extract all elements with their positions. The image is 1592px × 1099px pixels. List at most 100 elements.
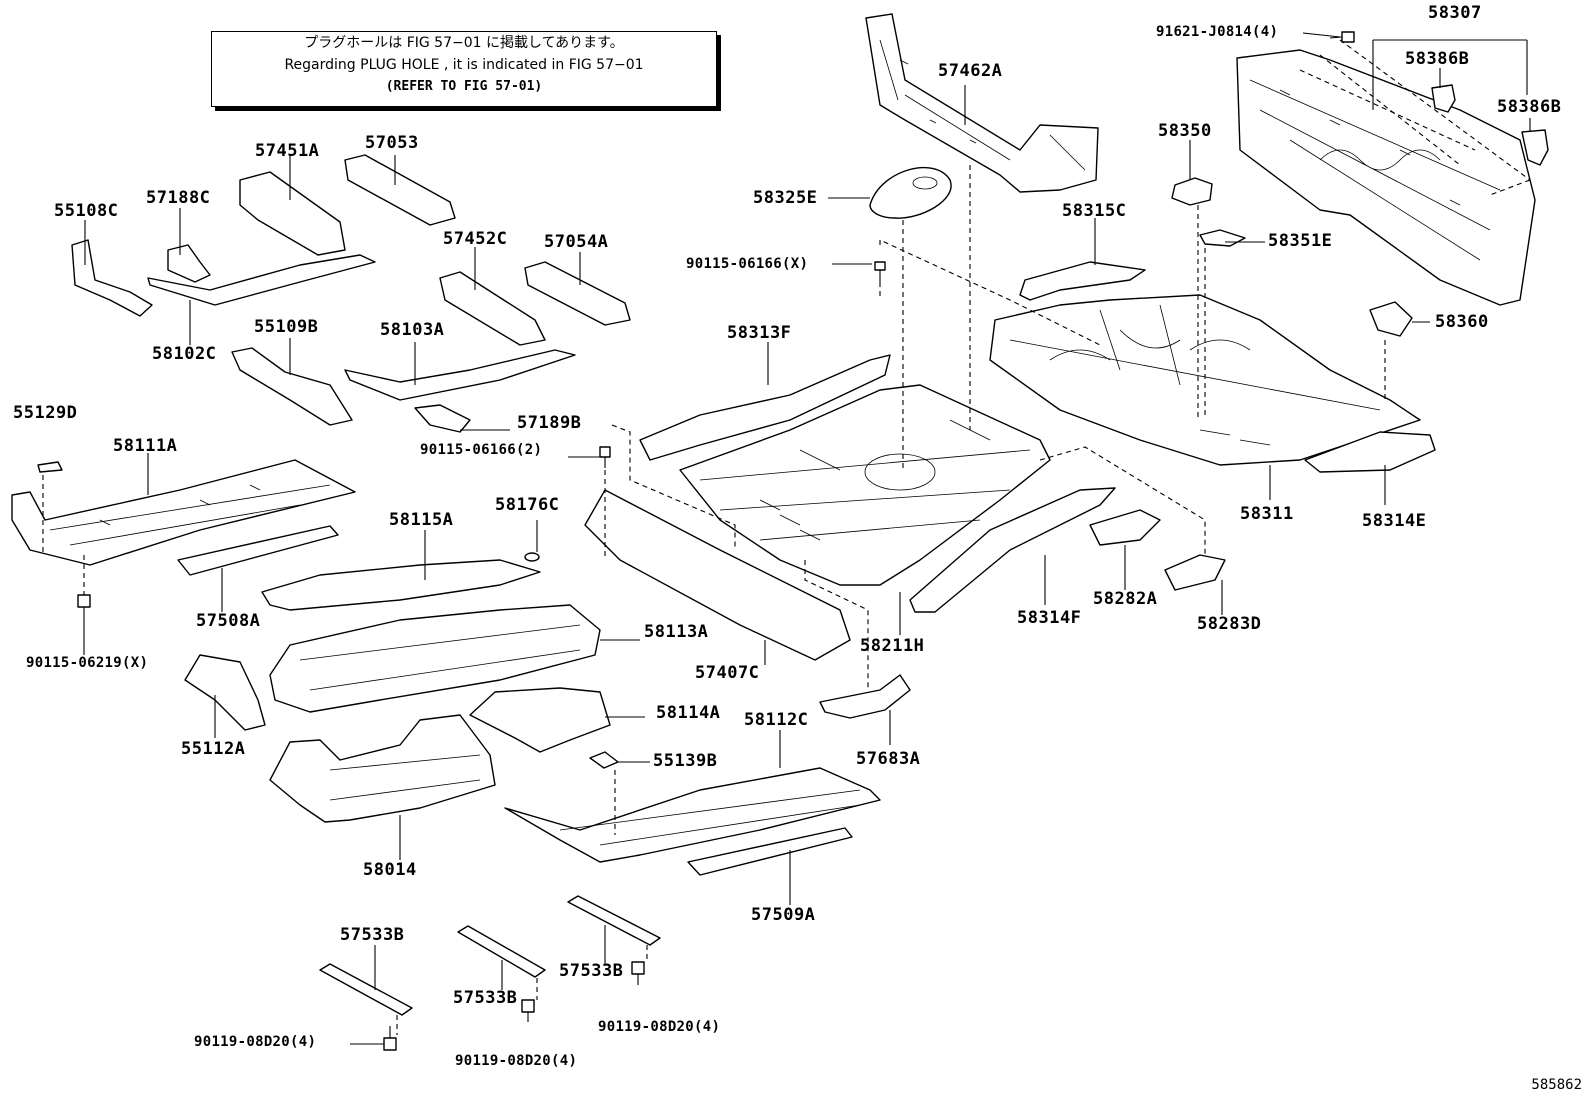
part-label-p58113a: 58113A xyxy=(644,622,709,642)
part-label-p58103a: 58103A xyxy=(380,320,445,340)
part-55108c-shape xyxy=(71,239,153,317)
part-57054a-shape xyxy=(524,261,631,326)
plug-hole-note-box: プラグホールは FIG 57−01 に掲載してあります。 Regarding P… xyxy=(211,31,717,107)
figure-number: 585862 xyxy=(1531,1077,1582,1093)
part-58314e-shape xyxy=(1304,431,1436,473)
part-58115a-shape xyxy=(261,559,541,611)
bolt-90119-3 xyxy=(631,961,645,985)
part-label-p57683a: 57683A xyxy=(856,749,921,769)
part-label-p57533b_1: 57533B xyxy=(340,925,405,945)
part-58307-shape xyxy=(1236,49,1536,306)
part-label-p58211h: 58211H xyxy=(860,636,925,656)
part-label-p57533b_3: 57533B xyxy=(559,961,624,981)
part-58314f-shape xyxy=(909,487,1116,613)
part-label-p57451a: 57451A xyxy=(255,141,320,161)
part-58211h-shape xyxy=(679,384,1051,586)
part-label-p57407c: 57407C xyxy=(695,663,760,683)
part-label-p57188c: 57188C xyxy=(146,188,211,208)
screw-90115-06166-x xyxy=(874,261,886,282)
dashed-assembly-lines xyxy=(42,39,1531,1035)
part-label-p58314e: 58314E xyxy=(1362,511,1427,531)
part-57508a-shape xyxy=(177,525,339,576)
part-58282a-shape xyxy=(1089,509,1161,546)
leader-lines xyxy=(83,32,1531,1045)
part-label-p58307: 58307 xyxy=(1428,3,1482,23)
part-57407c-shape xyxy=(584,489,851,661)
part-57189b-shape xyxy=(414,404,471,433)
part-label-p91621: 91621-J0814(4) xyxy=(1156,24,1279,40)
part-57188c-shape xyxy=(167,244,211,283)
part-label-p58311: 58311 xyxy=(1240,504,1294,524)
part-label-p57053: 57053 xyxy=(365,133,419,153)
note-line-english: Regarding PLUG HOLE , it is indicated in… xyxy=(284,57,644,73)
part-55109b-shape xyxy=(231,347,353,426)
part-label-p57462a: 57462A xyxy=(938,61,1003,81)
part-label-p90119_2: 90119-08D20(4) xyxy=(455,1053,578,1069)
part-label-p90115_x_b: 90115-06219(X) xyxy=(26,655,149,671)
part-57451a-shape xyxy=(239,171,346,256)
part-57462a-shape xyxy=(865,13,1099,193)
part-58313f-shape xyxy=(639,354,891,461)
part-58113a-shape xyxy=(269,604,601,713)
part-58112c-shape xyxy=(504,767,881,863)
part-label-p90119_1: 90119-08D20(4) xyxy=(194,1034,317,1050)
part-label-p55139b: 55139B xyxy=(653,751,718,771)
part-label-p55108c: 55108C xyxy=(54,201,119,221)
part-57509a-shape xyxy=(687,827,853,876)
part-58014-shape xyxy=(269,714,496,823)
part-label-p57189b: 57189B xyxy=(517,413,582,433)
screw-90115-06166-2 xyxy=(599,446,611,468)
part-label-p58112c: 58112C xyxy=(744,710,809,730)
part-label-p90115_2: 90115-06166(2) xyxy=(420,442,543,458)
part-label-p55129d: 55129D xyxy=(13,403,78,423)
part-label-p58102c: 58102C xyxy=(152,344,217,364)
part-label-p57054a: 57054A xyxy=(544,232,609,252)
part-label-p58283d: 58283D xyxy=(1197,614,1262,634)
part-label-p57452c: 57452C xyxy=(443,229,508,249)
part-label-p58386b_2: 58386B xyxy=(1497,97,1562,117)
part-58311-shape xyxy=(989,294,1421,466)
part-label-p58360: 58360 xyxy=(1435,312,1489,332)
part-label-p55112a: 55112A xyxy=(181,739,246,759)
bolt-90119-1 xyxy=(383,1026,397,1051)
part-label-p58282a: 58282A xyxy=(1093,589,1158,609)
part-label-p58114a: 58114A xyxy=(656,703,721,723)
part-label-p58386b_1: 58386B xyxy=(1405,49,1470,69)
part-label-p57533b_2: 57533B xyxy=(453,988,518,1008)
part-55112a-shape xyxy=(184,654,266,731)
part-label-p58176c: 58176C xyxy=(495,495,560,515)
part-58325e-shape xyxy=(869,166,952,219)
note-line-japanese: プラグホールは FIG 57−01 に掲載してあります。 xyxy=(304,35,624,51)
bolt-91621 xyxy=(1329,31,1355,43)
part-57053-shape xyxy=(344,154,456,226)
part-58111a-shape xyxy=(11,459,356,566)
part-55129d-shape xyxy=(37,461,63,473)
part-58176c-shape xyxy=(524,552,540,562)
part-label-p58313f: 58313F xyxy=(727,323,792,343)
part-57533b-shape-1 xyxy=(319,963,413,1016)
note-line-refer: (REFER TO FIG 57-01) xyxy=(385,79,543,94)
part-58114a-shape xyxy=(469,687,611,753)
part-label-p58115a: 58115A xyxy=(389,510,454,530)
part-58315c-shape xyxy=(1019,261,1146,301)
part-58102c-shape xyxy=(147,254,376,306)
part-57533b-shape-3 xyxy=(567,895,661,946)
part-label-p58014: 58014 xyxy=(363,860,417,880)
part-58350-shape xyxy=(1171,177,1213,206)
part-57452c-shape xyxy=(439,271,546,346)
part-label-p58325e: 58325E xyxy=(753,188,818,208)
part-58103a-shape xyxy=(344,349,576,401)
part-58386b-shape-1 xyxy=(1431,84,1456,113)
part-label-p58111a: 58111A xyxy=(113,436,178,456)
part-label-p58315c: 58315C xyxy=(1062,201,1127,221)
part-58386b-shape-2 xyxy=(1521,129,1549,166)
part-label-p55109b: 55109B xyxy=(254,317,319,337)
part-label-p58351e: 58351E xyxy=(1268,231,1333,251)
part-57533b-shape-2 xyxy=(457,925,546,978)
bolt-90119-2 xyxy=(521,999,535,1022)
part-label-p90119_3: 90119-08D20(4) xyxy=(598,1019,721,1035)
part-57683a-shape xyxy=(819,674,911,719)
part-label-p58350: 58350 xyxy=(1158,121,1212,141)
